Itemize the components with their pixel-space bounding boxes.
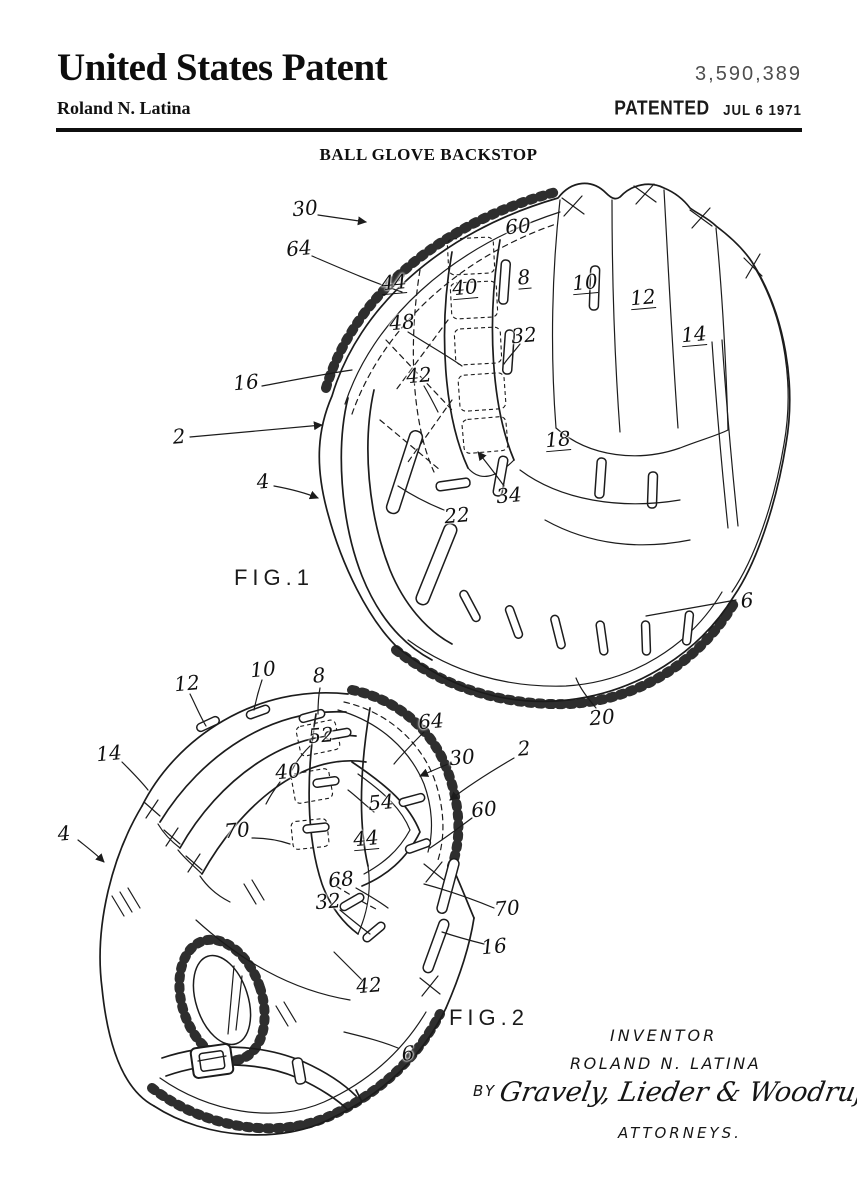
patented-stamp-word: PATENTED xyxy=(613,97,710,121)
page-title: United States Patent xyxy=(57,46,388,89)
signature-inventor-name: ROLAND N. LATINA xyxy=(570,1054,762,1073)
fig1-drawing xyxy=(189,182,791,710)
signature-inventor-label: INVENTOR xyxy=(610,1026,718,1045)
patented-stamp: PATENTED JUL 6 1971 xyxy=(520,97,802,121)
attorney-signature: Gravely, Lieder & Woodruff xyxy=(497,1077,857,1108)
signature-attorneys-label: ATTORNEYS. xyxy=(618,1124,742,1142)
invention-title: BALL GLOVE BACKSTOP xyxy=(319,145,538,164)
patent-number: 3,590,389 xyxy=(695,63,802,85)
signature-by-label: BY xyxy=(473,1082,497,1100)
header-divider xyxy=(56,128,802,132)
patented-stamp-date: JUL 6 1971 xyxy=(723,101,802,119)
header-inventor-name: Roland N. Latina xyxy=(57,98,191,118)
fig2-drawing xyxy=(77,679,515,1136)
